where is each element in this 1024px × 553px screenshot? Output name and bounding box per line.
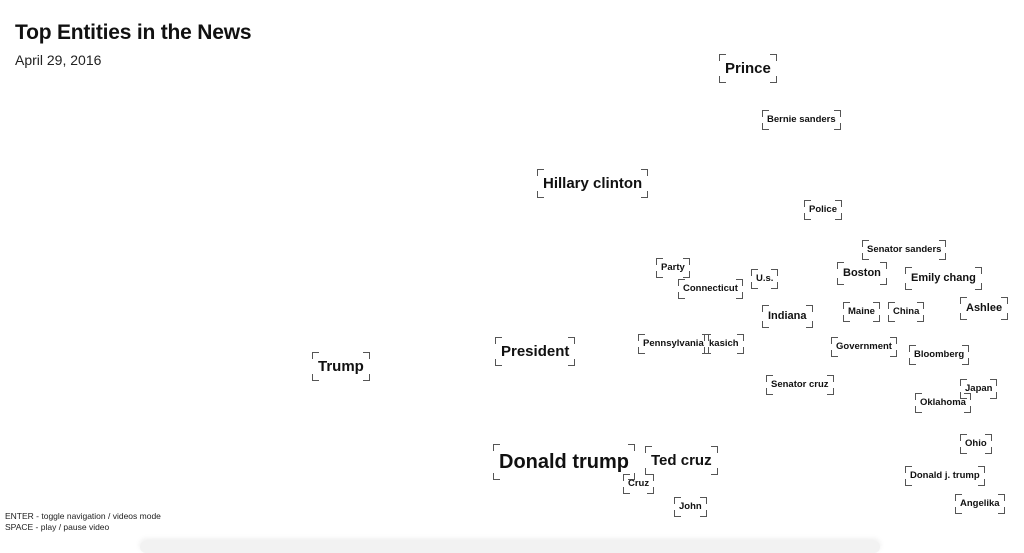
- entity-label: President: [501, 343, 570, 360]
- entity-tag[interactable]: John: [674, 497, 707, 517]
- entity-tag[interactable]: Police: [804, 200, 842, 220]
- entity-label: Senator sanders: [867, 244, 942, 255]
- entity-label: Police: [809, 204, 837, 215]
- entity-tag[interactable]: Bloomberg: [909, 345, 970, 365]
- help-enter: ENTER - toggle navigation / videos mode: [5, 511, 161, 521]
- header: Top Entities in the News April 29, 2016: [15, 20, 252, 70]
- entity-label: Oklahoma: [920, 397, 966, 408]
- entity-tag[interactable]: Cruz: [623, 474, 655, 494]
- entity-tag[interactable]: Government: [831, 337, 897, 357]
- entity-tag[interactable]: U.s.: [751, 269, 779, 289]
- entity-label: Senator cruz: [771, 379, 829, 390]
- entity-tag[interactable]: Party: [656, 258, 690, 278]
- entity-tag[interactable]: Pennsylvania: [638, 334, 709, 354]
- entity-label: Party: [661, 262, 685, 273]
- entity-tag[interactable]: President: [495, 337, 576, 366]
- entity-tag[interactable]: Maine: [843, 302, 880, 322]
- entity-label: John: [679, 501, 702, 512]
- entity-label: Bloomberg: [914, 349, 965, 360]
- entity-tag[interactable]: Indiana: [762, 305, 813, 328]
- page-title: Top Entities in the News: [15, 21, 252, 44]
- entity-tag[interactable]: Donald j. trump: [905, 466, 985, 486]
- help-space: SPACE - play / pause video: [5, 522, 110, 532]
- entity-label: Government: [836, 341, 892, 352]
- entity-tag[interactable]: Senator sanders: [862, 240, 947, 260]
- entity-tag[interactable]: Bernie sanders: [762, 110, 841, 130]
- entity-tag[interactable]: Oklahoma: [915, 393, 971, 413]
- entity-label: Prince: [725, 60, 771, 77]
- bottom-drawer-handle[interactable]: [140, 541, 880, 553]
- entity-label: Cruz: [628, 478, 650, 489]
- entity-tag[interactable]: Ted cruz: [645, 446, 718, 475]
- entity-label: Donald trump: [499, 451, 629, 473]
- entity-tag[interactable]: Trump: [312, 352, 370, 381]
- entity-label: Ted cruz: [651, 452, 712, 469]
- entity-label: Angelika: [960, 498, 1000, 509]
- entity-tag[interactable]: Hillary clinton: [537, 169, 649, 198]
- entity-label: Indiana: [768, 310, 807, 322]
- entity-tag[interactable]: Boston: [837, 262, 887, 285]
- entity-tag[interactable]: Donald trump: [493, 444, 635, 480]
- entity-tag[interactable]: Ohio: [960, 434, 992, 454]
- entity-label: Bernie sanders: [767, 114, 836, 125]
- keyboard-help: ENTER - toggle navigation / videos mode …: [5, 511, 161, 533]
- entity-label: Ashlee: [966, 302, 1003, 314]
- entity-label: Emily chang: [911, 272, 976, 284]
- entity-label: China: [893, 306, 920, 317]
- entity-label: Maine: [848, 306, 875, 317]
- entity-label: U.s.: [756, 273, 774, 284]
- entity-tag[interactable]: China: [888, 302, 925, 322]
- entity-label: kasich: [709, 338, 739, 349]
- entity-label: Connecticut: [683, 283, 738, 294]
- entity-label: Hillary clinton: [543, 175, 643, 192]
- entity-label: Trump: [318, 358, 364, 375]
- entity-label: Donald j. trump: [910, 470, 980, 481]
- entity-tag[interactable]: kasich: [704, 334, 744, 354]
- entity-tag[interactable]: Emily chang: [905, 267, 982, 290]
- entity-tag[interactable]: Prince: [719, 54, 777, 83]
- entity-tag[interactable]: Ashlee: [960, 297, 1009, 320]
- entity-label: Japan: [965, 383, 993, 394]
- entity-tag[interactable]: Connecticut: [678, 279, 743, 299]
- entity-label: Pennsylvania: [643, 338, 704, 349]
- entity-tag[interactable]: Senator cruz: [766, 375, 834, 395]
- entity-tag[interactable]: Angelika: [955, 494, 1005, 514]
- entity-label: Ohio: [965, 438, 987, 449]
- page-date: April 29, 2016: [15, 52, 102, 68]
- entity-label: Boston: [843, 267, 881, 279]
